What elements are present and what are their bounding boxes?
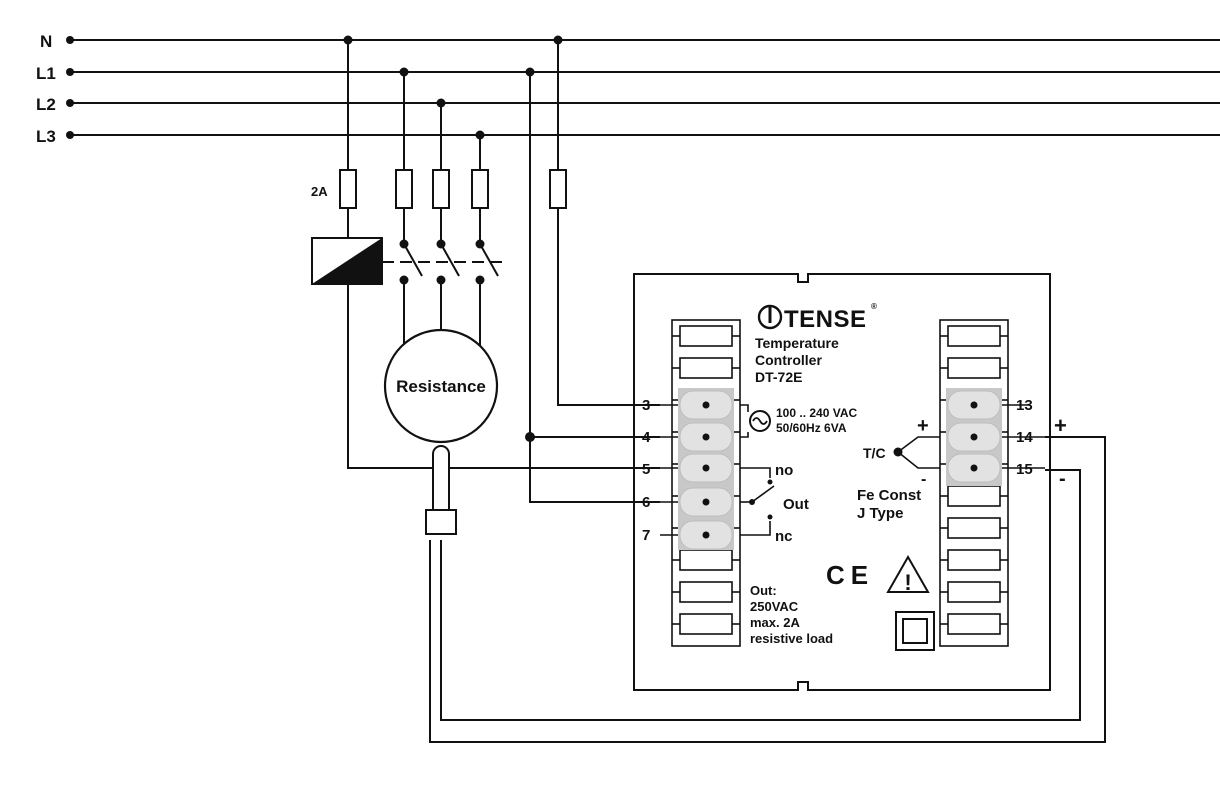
junction-dot [525,432,535,442]
polarity-plus-label: + [1054,413,1067,438]
contact-blade [440,243,460,277]
relay-no-label: no [775,462,793,479]
resistance-load: Resistance [383,328,499,535]
terminal-number-left: 5 [642,461,650,478]
terminal-block-left [671,319,741,647]
terminal-slot [679,581,733,603]
output-rating-line1: Out: [750,583,777,598]
brand-registered-mark: ® [871,302,877,311]
tc-junction [893,447,903,457]
terminal-slot [679,549,733,571]
relay-blade [751,485,775,503]
ac-supply-symbol [740,404,771,438]
fuse-contactor-coil [339,169,357,209]
fuse-controller-supply [549,169,567,209]
fuse-l2 [432,169,450,209]
terminal-slot [947,357,1001,379]
terminal-numbers-left: 3 4 5 6 7 [642,397,651,544]
warning-icon: ! [886,554,930,595]
terminal-slot [947,517,1001,539]
tc-minus-label: - [921,471,926,488]
sensor-type-line1: Fe Const [857,487,921,504]
terminal-screw-dot [970,433,978,441]
contact-blade [403,243,423,277]
brand-logo-icon [757,304,783,330]
brand-name: TENSE [784,306,867,333]
terminal-number-left: 7 [642,527,650,544]
fuses: 2A [311,169,567,209]
supply-lines: N L1 L2 L3 [36,32,1220,146]
line-label-l2: L2 [36,95,56,114]
wiring [347,40,1106,743]
resistance-circle [383,328,499,444]
output-rating-line2: 250VAC [750,599,799,614]
line-label-l3: L3 [36,127,56,146]
tc-plus-label: + [917,415,929,437]
fuse-rating-label: 2A [311,184,328,199]
terminal-number-left: 3 [642,397,650,414]
terminal-screw-dot [702,433,710,441]
terminal-block-right [939,319,1009,647]
fuse-l1 [395,169,413,209]
ce-mark: CE [826,560,874,590]
power-rating-line2: 50/60Hz 6VA [776,421,847,435]
device-model: DT-72E [755,369,802,385]
relay-nc-label: nc [775,528,793,545]
polarity-minus-label: - [1059,468,1066,490]
thermocouple-probe [432,445,450,517]
terminal-slot [947,549,1001,571]
relay-out-label: Out [783,496,809,513]
tc-label: T/C [863,445,886,461]
warning-mark-text: ! [904,570,911,595]
terminal-screw-dot [702,531,710,539]
terminal-slot [947,581,1001,603]
terminal-slot [679,357,733,379]
terminal-screw-dot [970,464,978,472]
fuse-l3 [471,169,489,209]
terminal-slot [679,613,733,635]
contactor [311,237,502,285]
terminal-slot [947,485,1001,507]
power-rating-line1: 100 .. 240 VAC [776,406,857,420]
thermocouple-symbol [893,436,940,469]
terminal-screw-dot [970,401,978,409]
ce-mark-text: CE [826,560,874,590]
device-title-line1: Temperature [755,335,839,351]
terminal-number-right: 15 [1016,461,1033,478]
terminal-slot [679,325,733,347]
sensor-type-line2: J Type [857,505,903,522]
terminal-screw-dot [702,464,710,472]
brand-logo: TENSE ® [757,302,877,333]
line-label-n: N [40,32,52,51]
output-rating-line3: max. 2A [750,615,800,630]
output-rating-line4: resistive load [750,631,833,646]
terminal-screw-dot [702,498,710,506]
double-insulation-icon [895,611,935,651]
contactor-coil-fill [312,238,382,284]
terminal-number-left: 6 [642,494,650,511]
probe-connector [425,509,457,535]
resistance-label: Resistance [396,377,486,396]
controller-housing [633,273,1051,691]
contact-blade [479,243,499,277]
relay-output-symbol [740,467,775,536]
terminal-number-left: 4 [642,429,651,446]
terminal-slot [947,325,1001,347]
line-label-l1: L1 [36,64,56,83]
device-title-line2: Controller [755,352,822,368]
terminal-screw-dot [702,401,710,409]
terminal-slot [947,613,1001,635]
